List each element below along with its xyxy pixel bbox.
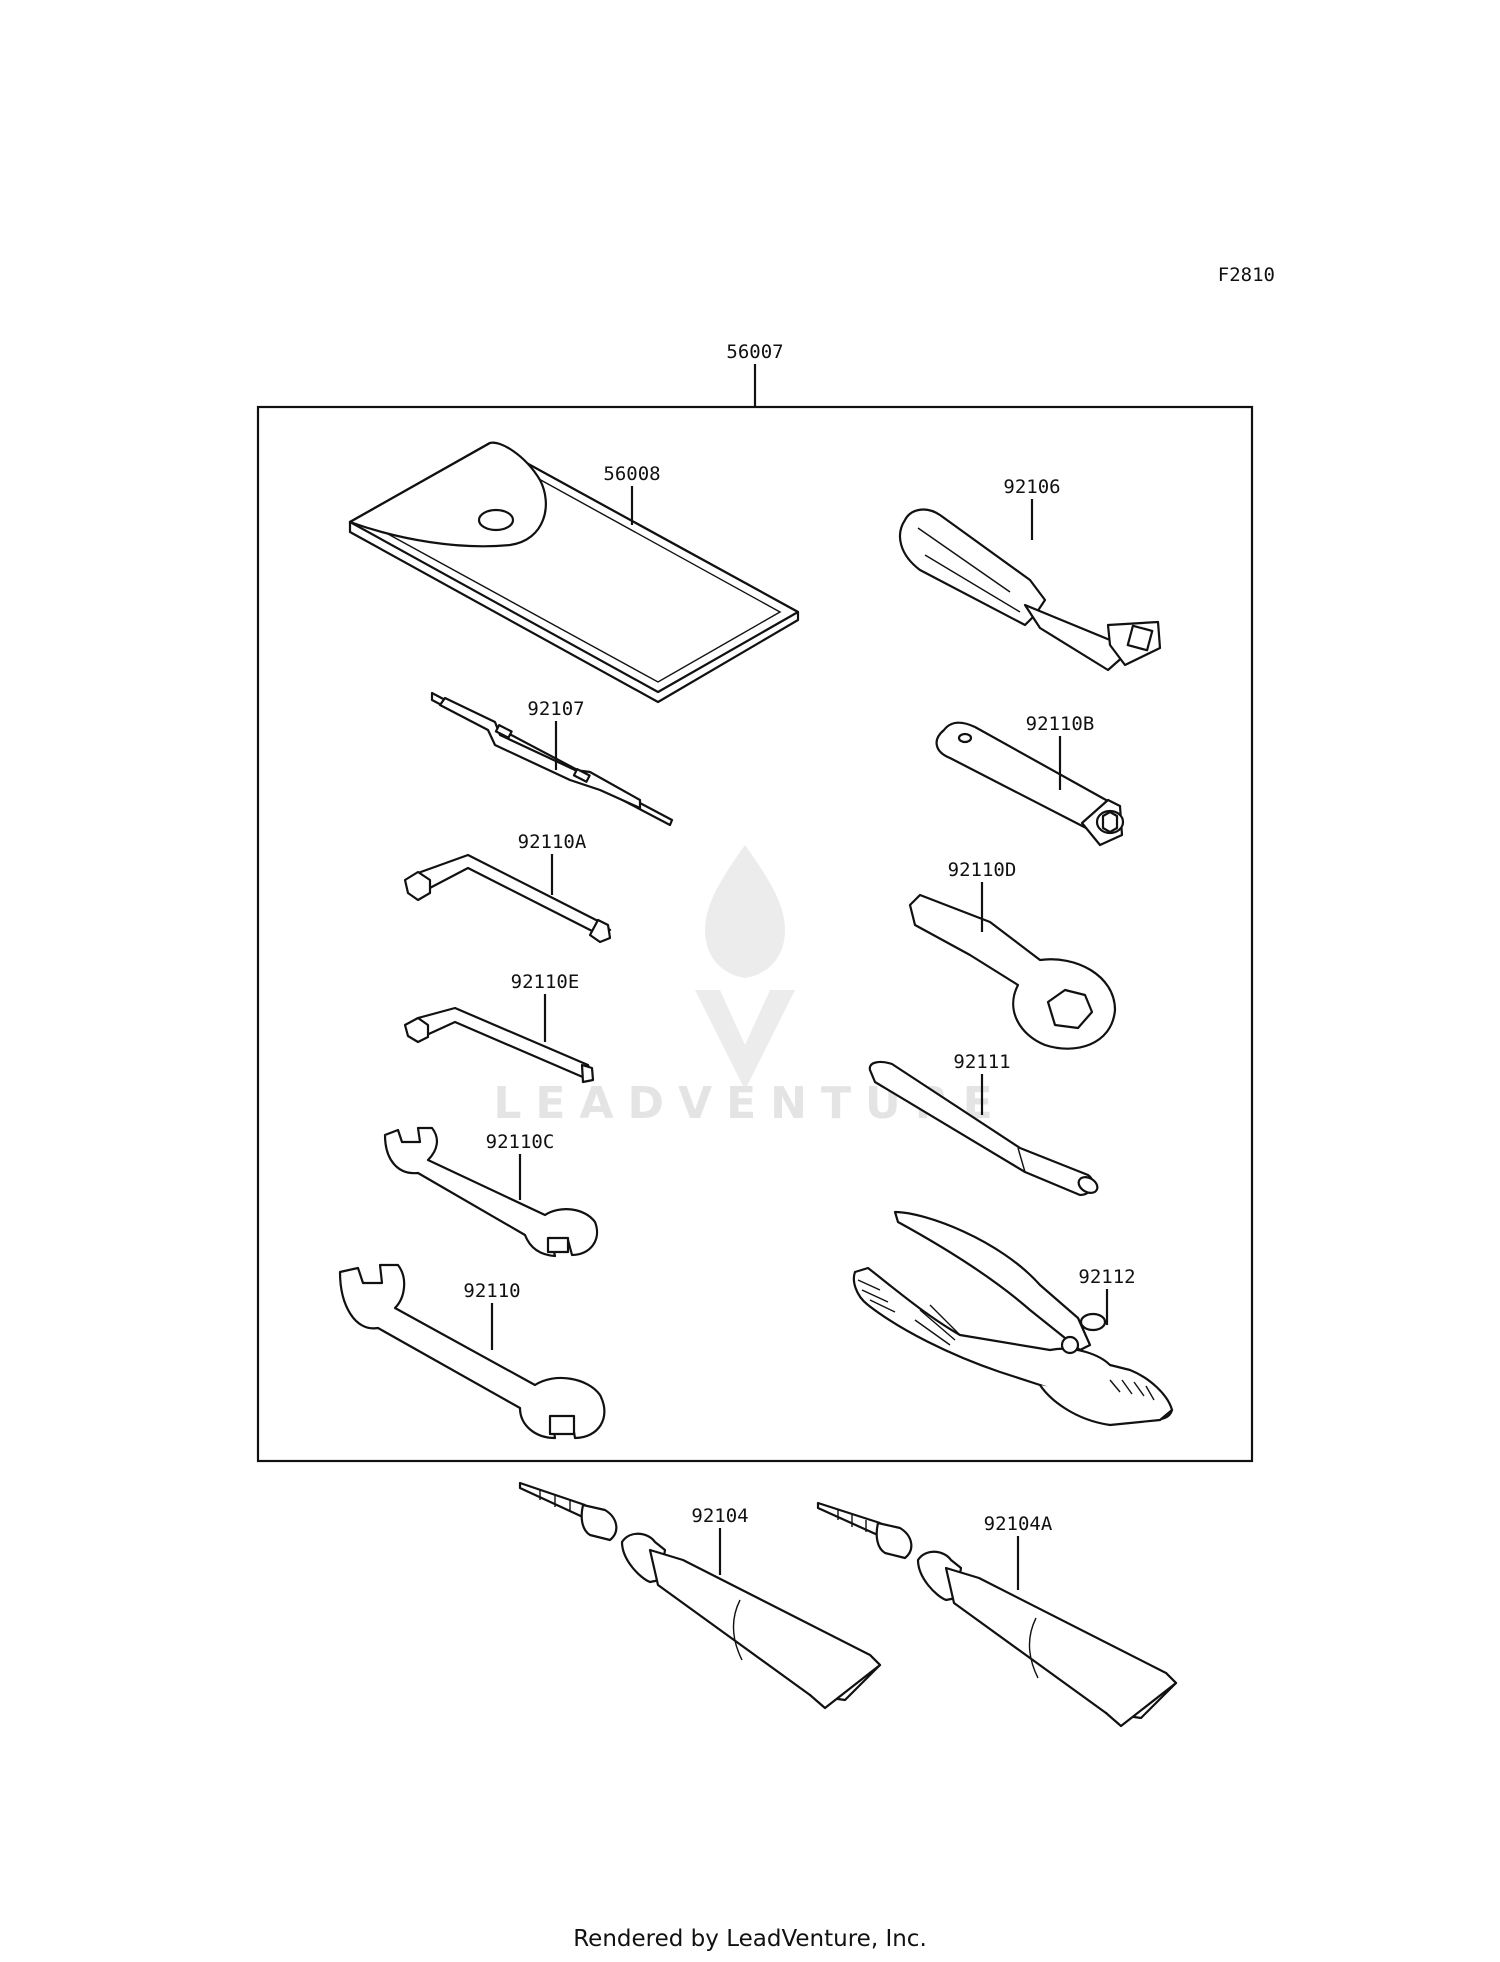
part-label-92110B[interactable]: 92110B xyxy=(1026,713,1095,735)
part-label-92110D[interactable]: 92110D xyxy=(948,859,1017,881)
part-92104-adhesive-tube[interactable]: 92104 xyxy=(518,1481,882,1710)
part-label-92107[interactable]: 92107 xyxy=(527,698,584,720)
assembly-56007[interactable]: 56007 xyxy=(256,341,1254,1463)
part-56008-tool-pouch[interactable]: 56008 xyxy=(348,441,800,704)
part-92110D-ring-spanner[interactable]: 92110D xyxy=(908,859,1117,1050)
footer-credit: Rendered by LeadVenture, Inc. xyxy=(573,1926,927,1952)
part-92110C-open-end-wrench[interactable]: 92110C xyxy=(383,1126,598,1258)
part-label-92106[interactable]: 92106 xyxy=(1003,476,1060,498)
part-label-92104[interactable]: 92104 xyxy=(691,1505,748,1527)
part-92107-screwdriver-bit[interactable]: 92107 xyxy=(430,691,674,827)
part-92110A-hex-key[interactable]: 92110A xyxy=(403,831,612,944)
part-92112-pliers[interactable]: 92112 xyxy=(852,1210,1174,1427)
diagram-code: F2810 xyxy=(1218,264,1275,286)
part-label-56008[interactable]: 56008 xyxy=(603,463,660,485)
part-label-56007[interactable]: 56007 xyxy=(726,341,783,363)
part-92110B-socket-wrench[interactable]: 92110B xyxy=(935,713,1125,847)
assembly-box xyxy=(256,405,1254,1463)
part-92111-tool[interactable]: 92111 xyxy=(868,1051,1100,1197)
part-label-92112[interactable]: 92112 xyxy=(1078,1266,1135,1288)
part-92104A-adhesive-tube[interactable]: 92104A xyxy=(816,1501,1178,1728)
part-label-92111[interactable]: 92111 xyxy=(953,1051,1010,1073)
part-92110-open-end-wrench[interactable]: 92110 xyxy=(338,1263,606,1440)
part-label-92110C[interactable]: 92110C xyxy=(486,1131,555,1153)
part-label-92110E[interactable]: 92110E xyxy=(511,971,580,993)
part-92110E-hex-key[interactable]: 92110E xyxy=(403,971,595,1084)
part-label-92104A[interactable]: 92104A xyxy=(984,1513,1053,1535)
part-92106-screwdriver-handle[interactable]: 92106 xyxy=(898,476,1162,672)
part-label-92110A[interactable]: 92110A xyxy=(518,831,587,853)
part-label-92110[interactable]: 92110 xyxy=(463,1280,520,1302)
